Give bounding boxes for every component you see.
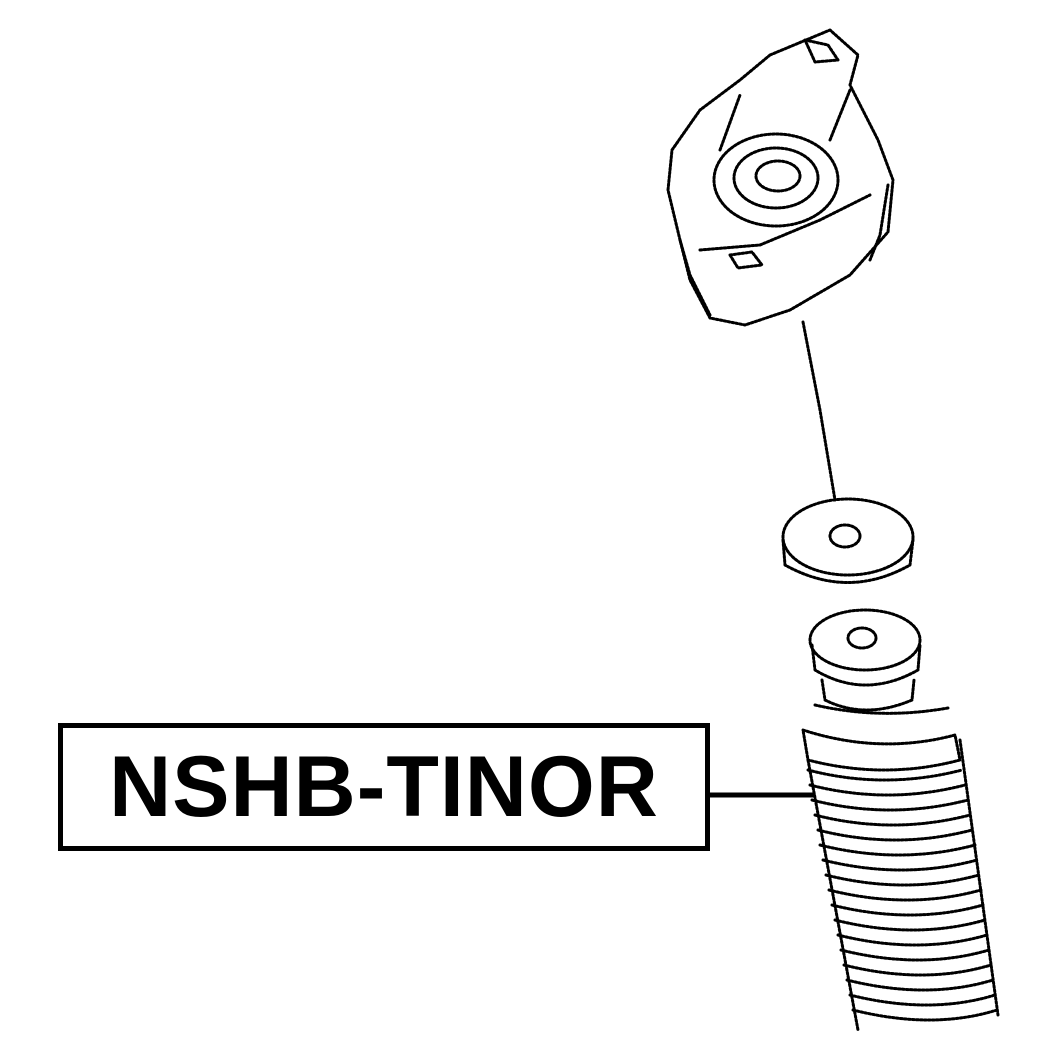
part-number-box: NSHB-TINOR	[58, 723, 710, 851]
leader-line	[801, 320, 837, 502]
part-number-label: NSHB-TINOR	[109, 739, 659, 835]
bump-stop-icon	[808, 608, 922, 712]
washer-icon	[781, 497, 915, 584]
strut-mount-icon	[666, 28, 895, 327]
bellows-icon	[801, 703, 1000, 1032]
